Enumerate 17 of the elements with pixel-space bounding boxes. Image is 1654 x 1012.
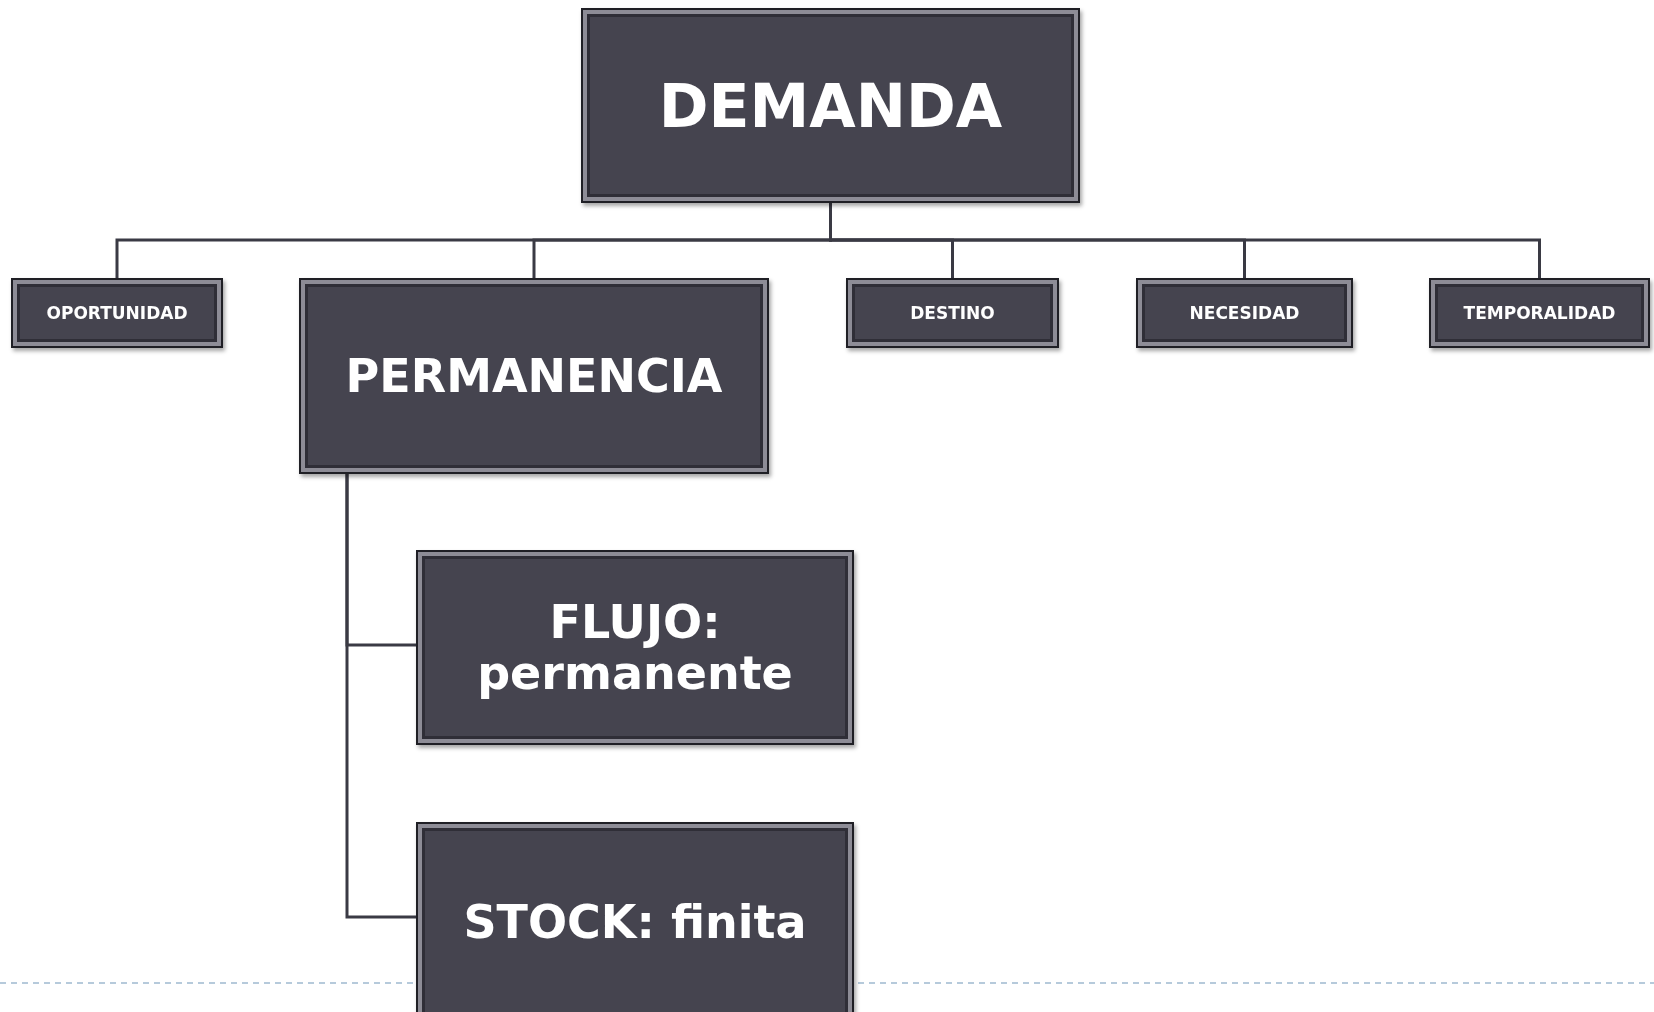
process-box (1429, 278, 1650, 348)
box-label: OPORTUNIDAD (46, 303, 188, 323)
connector-line (345, 474, 416, 919)
box-label: FLUJO: permanente (476, 596, 794, 699)
process-box (1136, 278, 1353, 348)
process-box (11, 278, 223, 348)
box-label: DESTINO (910, 303, 995, 323)
process-box (416, 550, 854, 745)
box-label: NECESIDAD (1189, 303, 1300, 323)
box-label: STOCK: finita (463, 896, 807, 948)
process-box (299, 278, 769, 474)
box-label: PERMANENCIA (345, 350, 723, 402)
box-label: TEMPORALIDAD (1463, 303, 1616, 323)
box-label: DEMANDA (658, 72, 1003, 139)
process-box (581, 8, 1080, 203)
process-box (846, 278, 1059, 348)
process-box (416, 822, 854, 1012)
